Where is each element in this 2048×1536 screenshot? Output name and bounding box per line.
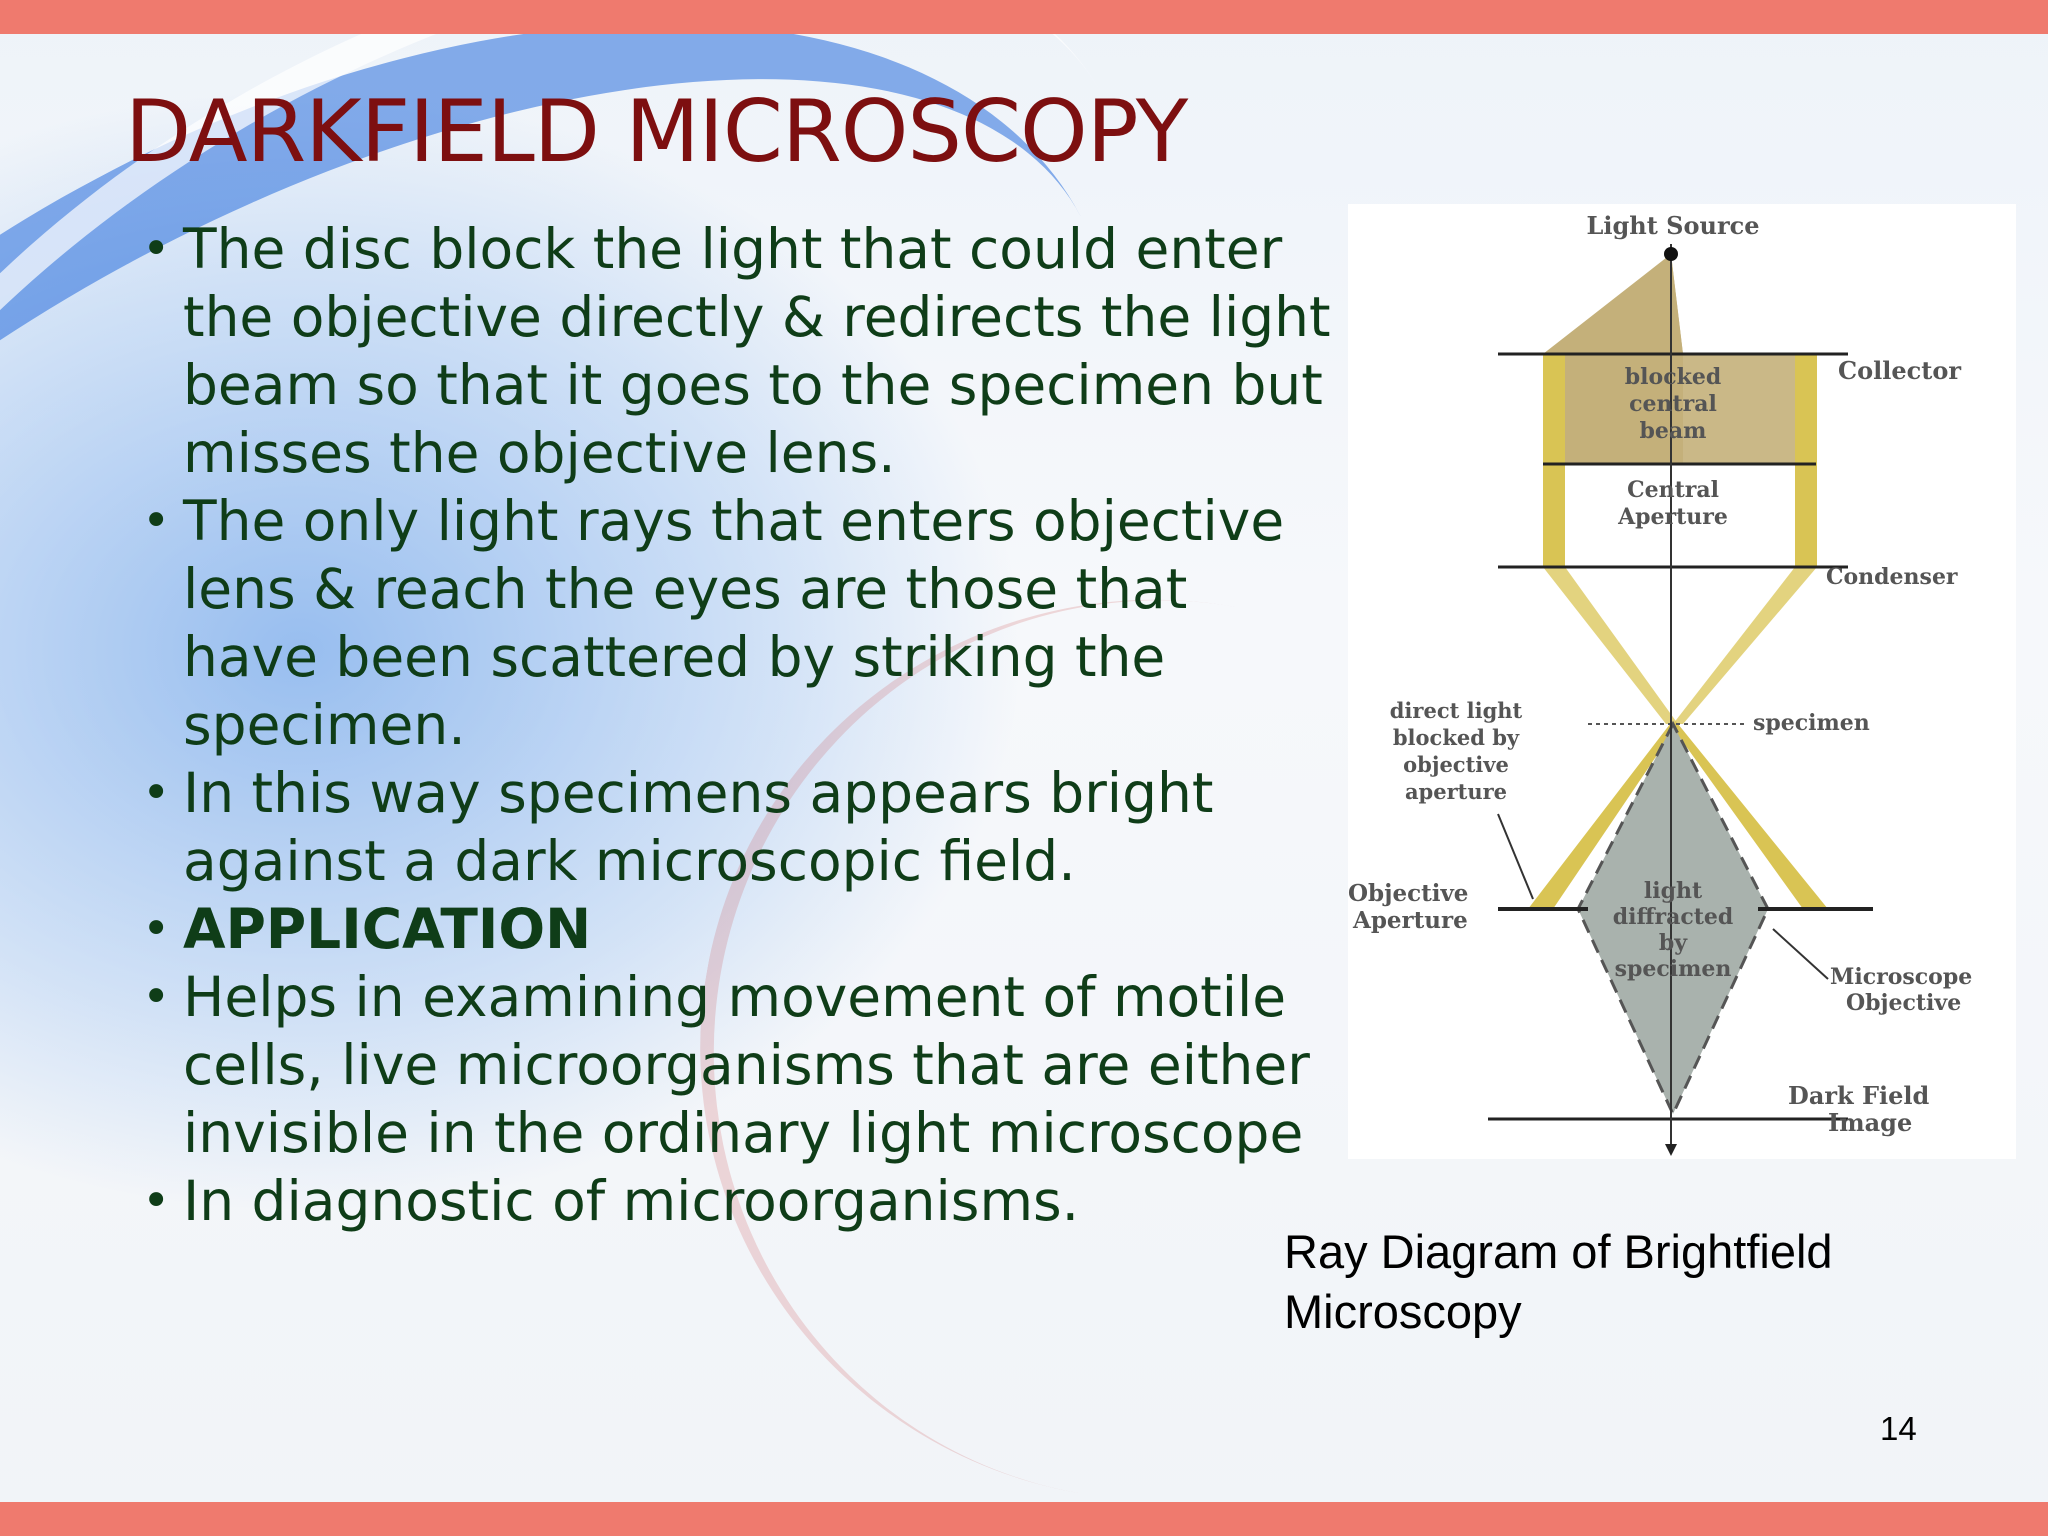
blocked-beam-shape-right bbox=[1671, 254, 1816, 464]
label-direct-4: aperture bbox=[1405, 779, 1507, 804]
bullet-heading-text: APPLICATION bbox=[183, 897, 592, 961]
bullet-dot: • bbox=[142, 221, 171, 277]
ray-diagram: Light Source Collector blocked central b… bbox=[1348, 204, 2016, 1159]
bullet-dot: • bbox=[142, 493, 171, 549]
label-direct-1: direct light bbox=[1390, 698, 1523, 723]
label-direct-3: objective bbox=[1403, 752, 1509, 777]
diagram-caption: Ray Diagram of Brightfield Microscopy bbox=[1284, 1222, 1984, 1342]
label-light-4: specimen bbox=[1615, 956, 1732, 982]
axis-arrow-icon bbox=[1665, 1144, 1677, 1156]
diverging-beam-right bbox=[1670, 724, 1828, 909]
label-light-3: by bbox=[1659, 930, 1688, 956]
bullet-dot: • bbox=[142, 765, 171, 821]
label-blocked-3: beam bbox=[1640, 418, 1707, 444]
bullet-text: In diagnostic of microorganisms. bbox=[183, 1169, 1080, 1233]
left-beam bbox=[1543, 354, 1565, 567]
bullet-list: •The disc block the light that could ent… bbox=[138, 215, 1338, 1235]
bullet-item: •Helps in examining movement of motile c… bbox=[138, 963, 1338, 1167]
label-microscope-1: Microscope bbox=[1830, 964, 1972, 990]
label-dark-1: Dark Field bbox=[1788, 1081, 1930, 1110]
converging-beam-left bbox=[1543, 567, 1678, 724]
ray-diagram-svg: Light Source Collector blocked central b… bbox=[1348, 211, 1972, 1156]
bullet-item: •The disc block the light that could ent… bbox=[138, 215, 1338, 487]
label-light-source: Light Source bbox=[1587, 211, 1760, 240]
label-blocked-2: central bbox=[1629, 391, 1717, 417]
blocked-beam-shape bbox=[1543, 254, 1683, 464]
label-blocked-1: blocked bbox=[1625, 364, 1721, 390]
label-light-1: light bbox=[1644, 878, 1703, 904]
bullet-item: •In diagnostic of microorganisms. bbox=[138, 1167, 1338, 1235]
label-objective-2: Aperture bbox=[1352, 907, 1468, 934]
slide-title: DARKFIELD MICROSCOPY bbox=[125, 82, 1188, 182]
caption-line-1: Ray Diagram of Brightfield bbox=[1284, 1225, 1833, 1278]
label-light-2: diffracted bbox=[1613, 904, 1734, 930]
label-direct-2: blocked by bbox=[1393, 725, 1520, 750]
label-dark-2: Image bbox=[1828, 1108, 1912, 1137]
light-source-dot-icon bbox=[1664, 247, 1678, 261]
bullet-text: In this way specimens appears bright aga… bbox=[183, 761, 1214, 893]
bullet-item-heading: •APPLICATION bbox=[138, 895, 1338, 963]
bullet-dot: • bbox=[142, 1173, 171, 1229]
caption-line-2: Microscopy bbox=[1284, 1285, 1522, 1338]
bullet-dot: • bbox=[142, 969, 171, 1025]
label-central-1: Central bbox=[1627, 477, 1719, 503]
diverging-beam-left bbox=[1528, 724, 1678, 909]
leader-line bbox=[1497, 813, 1534, 900]
bullet-item: •In this way specimens appears bright ag… bbox=[138, 759, 1338, 895]
bullet-text: Helps in examining movement of motile ce… bbox=[183, 965, 1310, 1165]
bullet-item: •The only light rays that enters objecti… bbox=[138, 487, 1338, 759]
diffraction-cone bbox=[1576, 720, 1770, 1118]
central-aperture-area bbox=[1565, 464, 1795, 567]
right-beam bbox=[1795, 354, 1817, 567]
label-central-2: Aperture bbox=[1617, 504, 1728, 530]
bottom-accent-bar bbox=[0, 1502, 2048, 1536]
label-collector: Collector bbox=[1838, 356, 1961, 385]
label-microscope-2: Objective bbox=[1846, 990, 1961, 1016]
label-specimen: specimen bbox=[1753, 710, 1870, 736]
label-objective-1: Objective bbox=[1348, 880, 1468, 907]
bullet-text: The only light rays that enters objectiv… bbox=[183, 489, 1285, 757]
leader-line bbox=[1772, 928, 1829, 980]
bullet-text: The disc block the light that could ente… bbox=[183, 217, 1331, 485]
converging-beam-right bbox=[1673, 567, 1817, 724]
top-accent-bar bbox=[0, 0, 2048, 34]
label-condenser: Condenser bbox=[1826, 564, 1958, 590]
page-number: 14 bbox=[1880, 1410, 1917, 1447]
bullet-dot: • bbox=[142, 901, 171, 957]
